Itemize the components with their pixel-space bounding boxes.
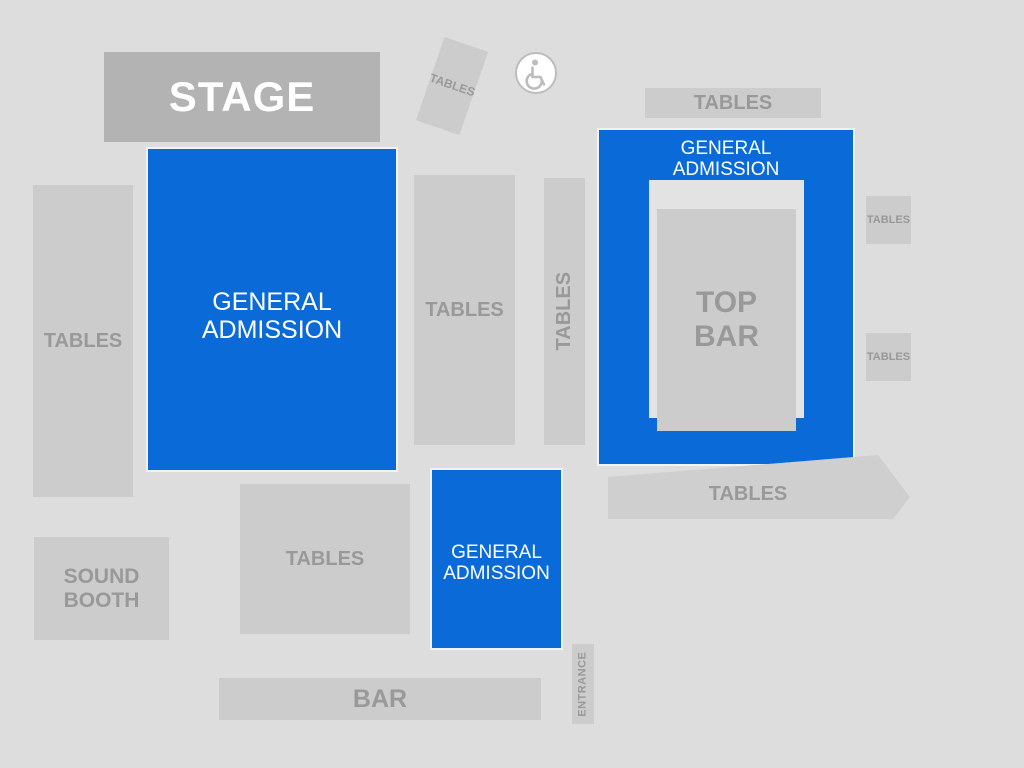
section-general-admission-main[interactable]: GENERAL ADMISSION: [146, 147, 398, 472]
section-tables-right-upper[interactable]: TABLES: [866, 196, 911, 244]
section-tables-top-right-label: TABLES: [693, 91, 773, 114]
section-sound-booth-label: SOUND BOOTH: [63, 564, 140, 612]
section-tables-bottom-middle[interactable]: TABLES: [240, 484, 410, 634]
section-tables-vertical-label: TABLES: [553, 272, 576, 351]
section-tables-right-lower-label: TABLES: [866, 350, 911, 363]
section-tables-bottom-middle-label: TABLES: [285, 547, 365, 570]
section-sound-booth[interactable]: SOUND BOOTH: [34, 537, 169, 640]
section-tables-tilted-label: TABLES: [427, 71, 477, 100]
section-general-admission-bottom-label: GENERAL ADMISSION: [443, 541, 550, 584]
section-tables-angled[interactable]: TABLES: [608, 455, 910, 533]
wheelchair-accessible-icon: [514, 51, 558, 95]
section-general-admission-main-label: GENERAL ADMISSION: [201, 287, 343, 344]
section-tables-vertical[interactable]: TABLES: [544, 178, 585, 445]
section-bar-label: BAR: [352, 685, 408, 713]
section-tables-right-upper-label: TABLES: [866, 213, 911, 226]
section-stage[interactable]: STAGE: [104, 52, 380, 142]
section-entrance[interactable]: ENTRANCE: [572, 644, 594, 724]
section-tables-middle-label: TABLES: [425, 298, 504, 321]
section-stage-label: STAGE: [168, 73, 316, 121]
section-entrance-label: ENTRANCE: [576, 651, 589, 717]
section-general-admission-top-bar-zone[interactable]: GENERAL ADMISSION TOP BAR: [597, 128, 855, 466]
section-tables-right-lower[interactable]: TABLES: [866, 333, 911, 381]
section-tables-middle[interactable]: TABLES: [414, 175, 515, 445]
section-bar[interactable]: BAR: [219, 678, 541, 720]
top-bar-frame: TOP BAR: [649, 180, 804, 432]
section-general-admission-bottom[interactable]: GENERAL ADMISSION: [430, 468, 563, 650]
section-top-bar-label: TOP BAR: [694, 285, 759, 354]
section-tables-left-label: TABLES: [43, 329, 123, 352]
section-top-bar[interactable]: TOP BAR: [657, 209, 796, 432]
section-tables-tilted[interactable]: TABLES: [415, 36, 489, 136]
section-tables-top-right[interactable]: TABLES: [645, 88, 821, 118]
section-general-admission-top-bar-zone-label: GENERAL ADMISSION: [672, 138, 780, 181]
section-tables-left[interactable]: TABLES: [33, 185, 133, 497]
